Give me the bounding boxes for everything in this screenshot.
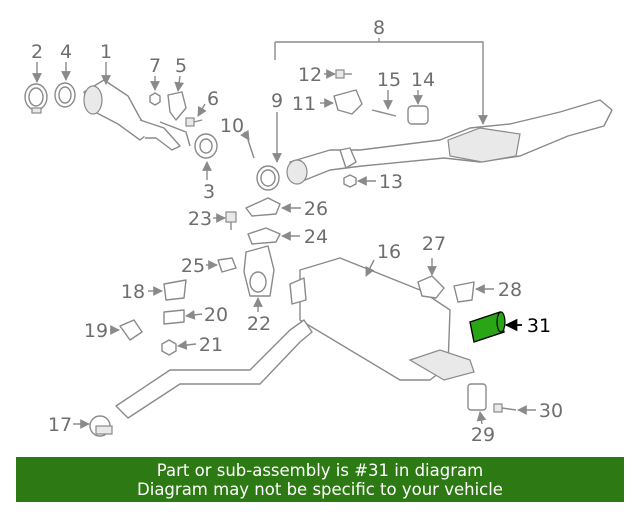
part-10-stud [247,139,255,159]
part-22-hanger [243,245,275,297]
callout-14: 14 [411,69,435,91]
part-7-nut [149,92,161,106]
part-21-nut [161,339,177,356]
callout-13: 13 [379,171,403,193]
part-6-bolt [185,117,203,127]
banner-line-1: Part or sub-assembly is #31 in diagram [156,461,484,480]
callout-23: 23 [188,208,212,230]
part-28-bracket [453,281,475,303]
part-17-clamp [89,415,113,437]
part-2-clamp [24,83,48,114]
part-12-bolt [335,69,352,79]
part-3-gasket [194,133,218,159]
callout-8: 8 [373,17,385,39]
part-13-nut [343,174,357,188]
callout-4: 4 [60,41,72,63]
callout-25: 25 [181,255,205,277]
part-30-bolt [493,403,517,413]
callout-2: 2 [31,41,43,63]
part-20-bracket [163,309,185,325]
callout-31: 31 [527,315,551,337]
part-16-rear-muffler [289,257,475,381]
part-5-bracket [167,91,187,121]
part-14-bushing [407,105,429,125]
callout-22: 22 [247,313,271,335]
part-13-hanger [339,147,357,169]
callout-24: 24 [304,226,328,248]
part-1-catalytic-converter [83,79,191,151]
callout-16: 16 [377,241,401,263]
callout-3: 3 [203,181,215,203]
callout-12: 12 [298,64,322,86]
callout-27: 27 [422,233,446,255]
banner-line-2: Diagram may not be specific to your vehi… [137,480,503,499]
callout-19: 19 [84,320,108,342]
part-31-exhaust-tip [469,311,506,343]
part-24-bracket [247,227,281,245]
callout-10: 10 [220,115,244,137]
part-27-isolator [417,275,445,299]
leader-lines [32,38,536,429]
callout-20: 20 [204,304,228,326]
part-23-bolt [225,211,237,230]
callout-26: 26 [304,198,328,220]
info-banner: Part or sub-assembly is #31 in diagram D… [16,457,624,502]
callout-1: 1 [100,41,112,63]
callout-15: 15 [377,69,401,91]
callout-28: 28 [498,279,522,301]
part-15-bolt [371,109,397,117]
callout-18: 18 [121,281,145,303]
callout-21: 21 [199,334,223,356]
callout-30: 30 [539,400,563,422]
part-18-bracket [163,279,187,301]
callout-5: 5 [175,55,187,77]
callout-9: 9 [271,90,283,112]
part-26-bracket [245,197,281,217]
part-29-bushing [467,383,487,411]
part-4-gasket [54,82,76,108]
part-8-front-pipe-resonator [286,99,613,185]
part-19-isolator [119,319,143,341]
callout-17: 17 [48,414,72,436]
callout-11: 11 [292,93,316,115]
intermediate-pipe [115,319,313,419]
callout-29: 29 [471,424,495,446]
part-25-clip [217,257,237,273]
callout-6: 6 [207,88,219,110]
part-9-clamp [256,165,280,191]
part-11-bracket [333,89,363,115]
callout-7: 7 [149,55,161,77]
callout-labels: 2 4 1 7 5 6 3 10 9 8 12 11 15 14 13 23 2… [31,17,563,446]
